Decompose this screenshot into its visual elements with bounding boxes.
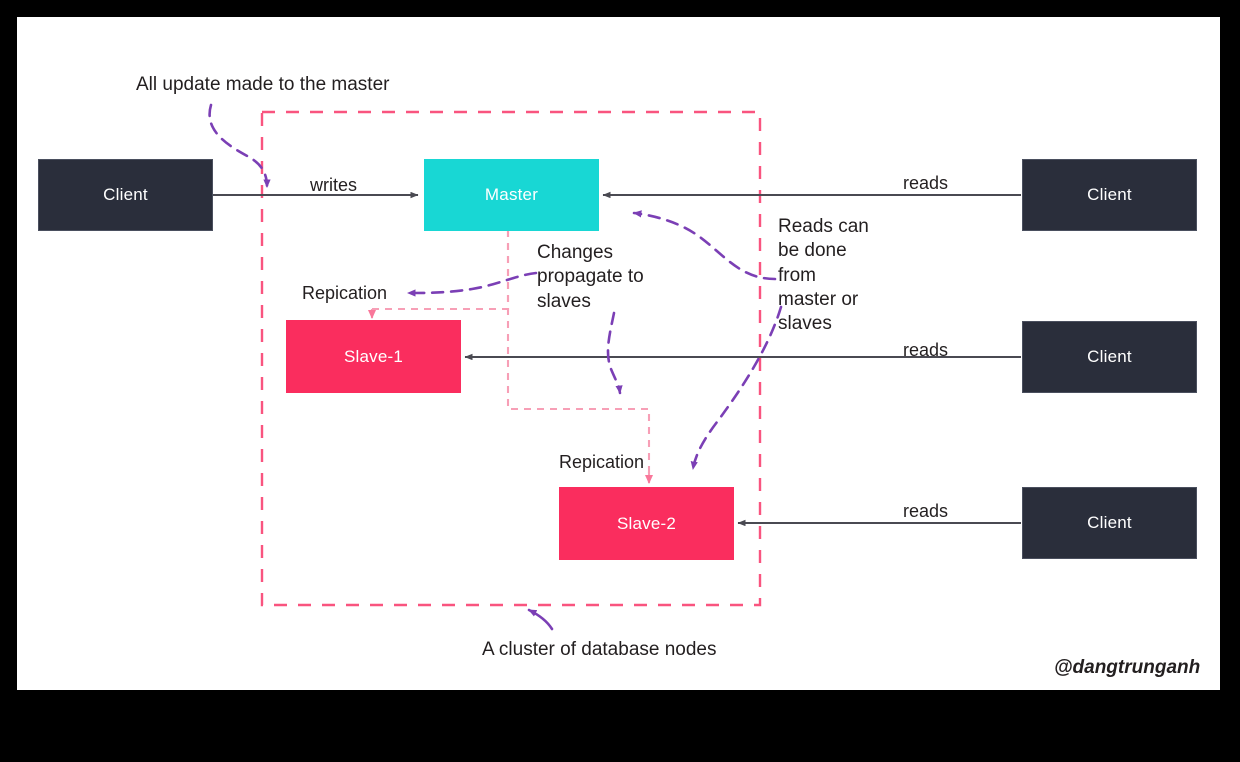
annotation-cluster-caption: A cluster of database nodes [482,639,717,660]
node-label: Slave-2 [616,513,677,533]
node-label: Master [484,185,539,204]
node-label: Slave-1 [343,346,404,366]
diagram-canvas: Client Master Slave-1 Slave-2 Client Cli… [17,17,1220,690]
edge-label-reads-master: reads [903,173,949,193]
edge-label-replication-slave-2: Repication [559,452,645,472]
node-client-write[interactable]: Client [38,159,213,231]
watermark: @dangtrunganh [1054,657,1201,678]
node-label: Client [1087,185,1132,204]
edge-label-reads-slave-1: reads [903,340,949,360]
edge-label-replication-slave-1: Repication [302,283,388,303]
annotation-reads-can-be-done: Reads can be done from master or slaves [778,216,869,335]
edge-label-writes: writes [310,175,358,195]
node-label: Client [103,185,148,204]
annotation-arrow-changes-propagate [406,271,538,297]
edge-label-reads-slave-2: reads [903,501,949,521]
node-client-read-slave-2[interactable]: Client [1022,487,1197,559]
node-slave-2[interactable]: Slave-2 [559,487,734,560]
node-label: Client [1087,513,1132,532]
annotation-arrow-reads-slave2 [690,305,783,471]
node-slave-1[interactable]: Slave-1 [286,320,461,393]
annotation-arrow-cluster-caption [527,608,554,631]
node-client-read-master[interactable]: Client [1022,159,1197,231]
annotation-all-updates: All update made to the master [136,74,390,95]
replication-path-slave1 [370,230,510,313]
node-master[interactable]: Master [424,159,599,231]
node-client-read-slave-1[interactable]: Client [1022,321,1197,393]
annotation-arrow-all-updates [208,103,271,189]
annotation-changes-propagate: Changes propagate to slaves [537,242,644,312]
node-label: Client [1087,347,1132,366]
annotation-arrow-propagate-down [606,311,623,395]
